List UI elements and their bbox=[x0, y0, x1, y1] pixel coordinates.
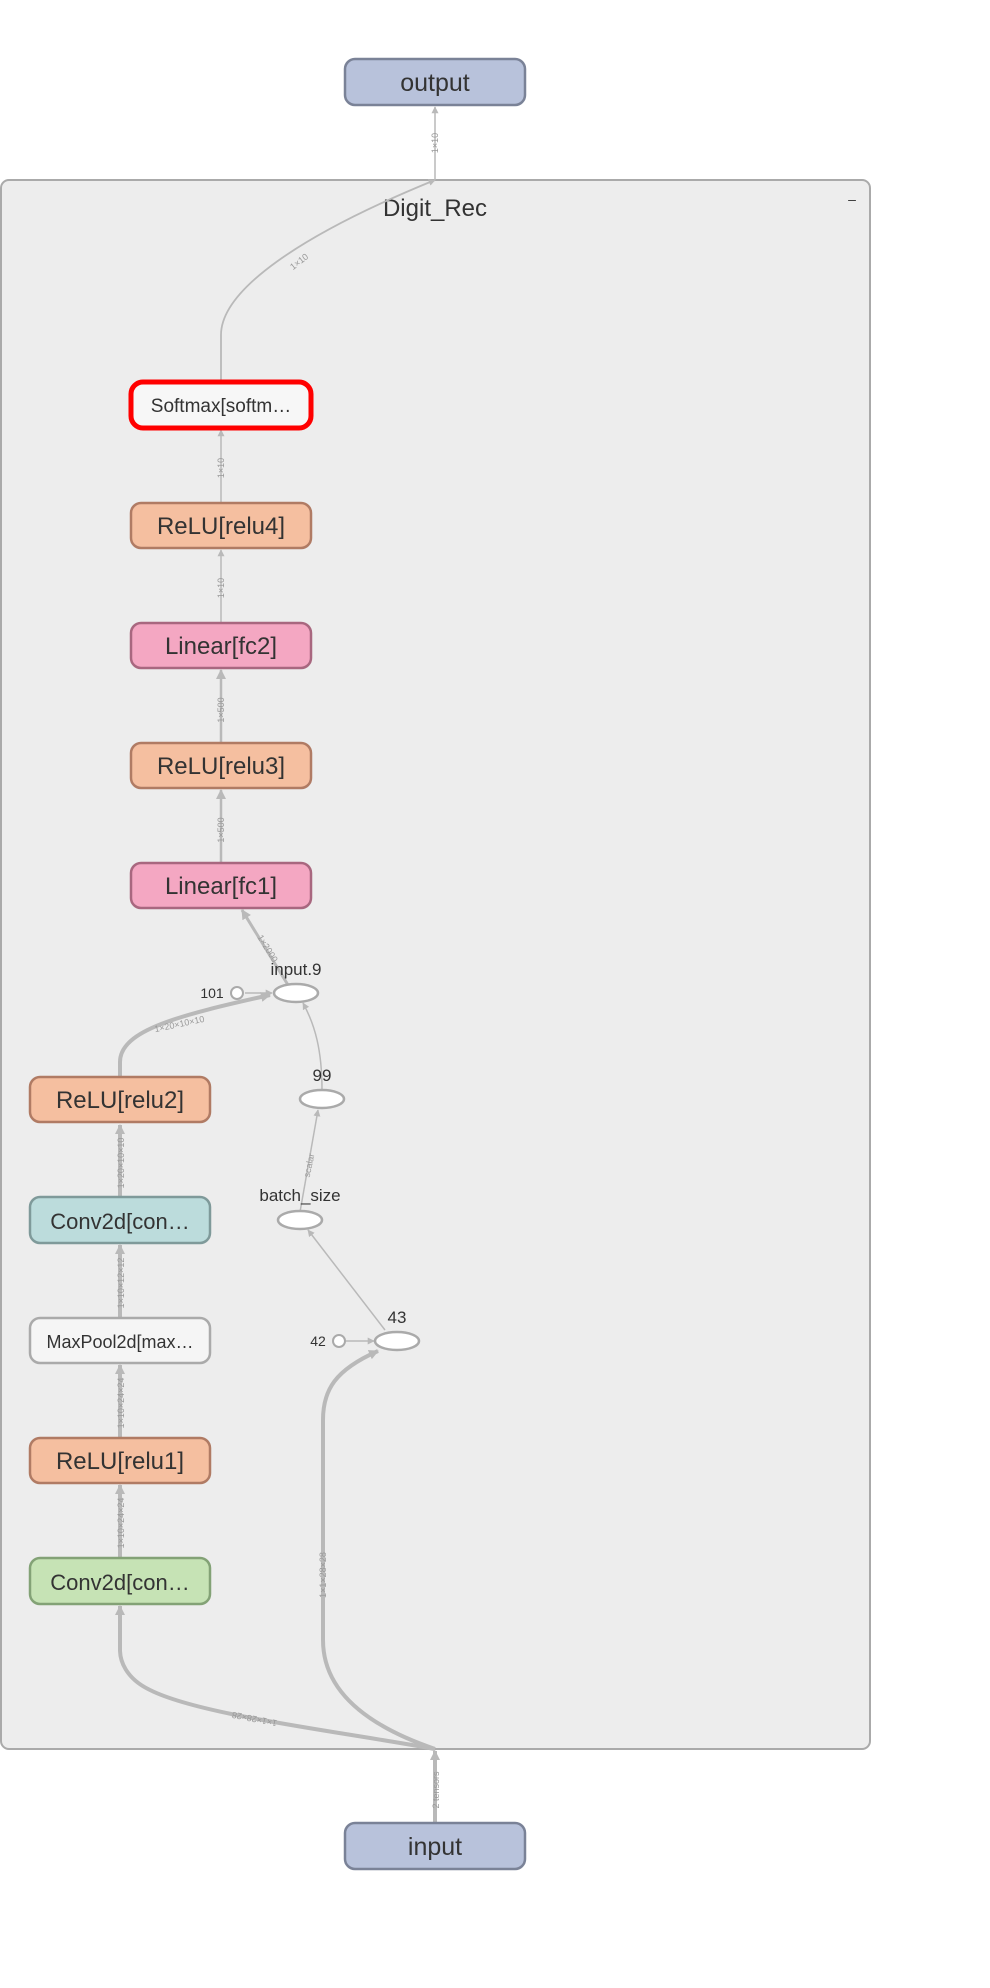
edge-label-conv2-to-relu2: 1×20×10×10 bbox=[116, 1138, 126, 1189]
edge-label-fc2-to-relu4: 1×10 bbox=[216, 578, 226, 598]
node-fc2[interactable]: Linear[fc2] bbox=[129, 621, 313, 670]
edge-label-relu3-to-fc2: 1×500 bbox=[216, 697, 226, 722]
node-maxpool-label: MaxPool2d[max… bbox=[46, 1332, 193, 1352]
node-conv1-label: Conv2d[con… bbox=[50, 1570, 189, 1595]
node-fc1[interactable]: Linear[fc1] bbox=[129, 861, 313, 910]
edge-n43-to-batch bbox=[307, 1229, 386, 1331]
node-input9[interactable]: input.9 bbox=[270, 960, 322, 1004]
node-softmax-label: Softmax[softm… bbox=[151, 396, 291, 417]
edge-label-maxpool-to-conv2: 1×10×12×12 bbox=[116, 1258, 126, 1309]
edge-label-relu1-to-maxpool: 1×10×24×24 bbox=[116, 1378, 126, 1429]
node-fc1-label: Linear[fc1] bbox=[165, 873, 277, 900]
node-conv2-label: Conv2d[con… bbox=[50, 1209, 189, 1234]
node-fc2-label: Linear[fc2] bbox=[165, 633, 277, 660]
node-relu2-label: ReLU[relu2] bbox=[56, 1087, 184, 1114]
edge-label-conv1-to-relu1: 1×10×24×24 bbox=[116, 1498, 126, 1549]
edge-label-input-entry: 2 tensors bbox=[431, 1771, 441, 1809]
edge-batch-to-n99 bbox=[299, 1109, 321, 1213]
edge-relu2-to-input9 bbox=[118, 992, 271, 1077]
node-relu3-label: ReLU[relu3] bbox=[157, 753, 285, 780]
node-batch-size[interactable]: batch_size bbox=[259, 1186, 341, 1231]
edge-n99-to-input9 bbox=[302, 1002, 323, 1091]
input-node[interactable]: input bbox=[343, 1821, 527, 1871]
edge-label-input-to-n43: 1×1×28×28 bbox=[318, 1552, 328, 1598]
node-99[interactable]: 99 bbox=[298, 1066, 346, 1110]
node-relu3[interactable]: ReLU[relu3] bbox=[129, 741, 313, 790]
node-batch-size-label: batch_size bbox=[259, 1186, 340, 1205]
output-node[interactable]: output bbox=[343, 57, 527, 107]
node-relu1[interactable]: ReLU[relu1] bbox=[28, 1436, 212, 1485]
edges: 1×10 1×10 1×10 1×10 1×500 1×500 1×2000 1… bbox=[115, 106, 441, 1823]
node-const101[interactable]: 101 bbox=[200, 985, 244, 1001]
output-node-label: output bbox=[400, 69, 470, 97]
collapse-icon[interactable]: – bbox=[848, 191, 856, 207]
edge-input-to-conv1 bbox=[115, 1605, 436, 1751]
node-relu2[interactable]: ReLU[relu2] bbox=[28, 1075, 212, 1124]
group-title: Digit_Rec bbox=[383, 195, 487, 222]
node-const42[interactable]: 42 bbox=[310, 1333, 346, 1349]
node-99-label: 99 bbox=[313, 1066, 332, 1085]
node-43-label: 43 bbox=[388, 1308, 407, 1327]
node-relu4[interactable]: ReLU[relu4] bbox=[129, 501, 313, 550]
node-input9-label: input.9 bbox=[270, 960, 321, 979]
node-relu1-label: ReLU[relu1] bbox=[56, 1448, 184, 1475]
node-const101-label: 101 bbox=[200, 985, 224, 1001]
node-maxpool[interactable]: MaxPool2d[max… bbox=[28, 1316, 212, 1365]
node-conv1[interactable]: Conv2d[con… bbox=[28, 1556, 212, 1606]
edge-input-to-n43 bbox=[321, 1349, 436, 1751]
edge-label-fc1-to-relu3: 1×500 bbox=[216, 817, 226, 842]
edge-input9-to-fc1 bbox=[240, 909, 290, 986]
edge-label-relu4-to-softmax: 1×10 bbox=[216, 458, 226, 478]
input-node-label: input bbox=[408, 1833, 462, 1861]
node-43[interactable]: 43 bbox=[373, 1308, 421, 1352]
edge-label-group-to-output: 1×10 bbox=[430, 133, 440, 153]
edge-softmax-to-group bbox=[220, 179, 436, 382]
node-relu4-label: ReLU[relu4] bbox=[157, 513, 285, 540]
node-const42-label: 42 bbox=[310, 1333, 326, 1349]
node-conv2[interactable]: Conv2d[con… bbox=[28, 1195, 212, 1245]
node-softmax[interactable]: Softmax[softm… bbox=[128, 379, 314, 431]
edge-label-batch-to-n99: scalar bbox=[302, 1153, 317, 1179]
